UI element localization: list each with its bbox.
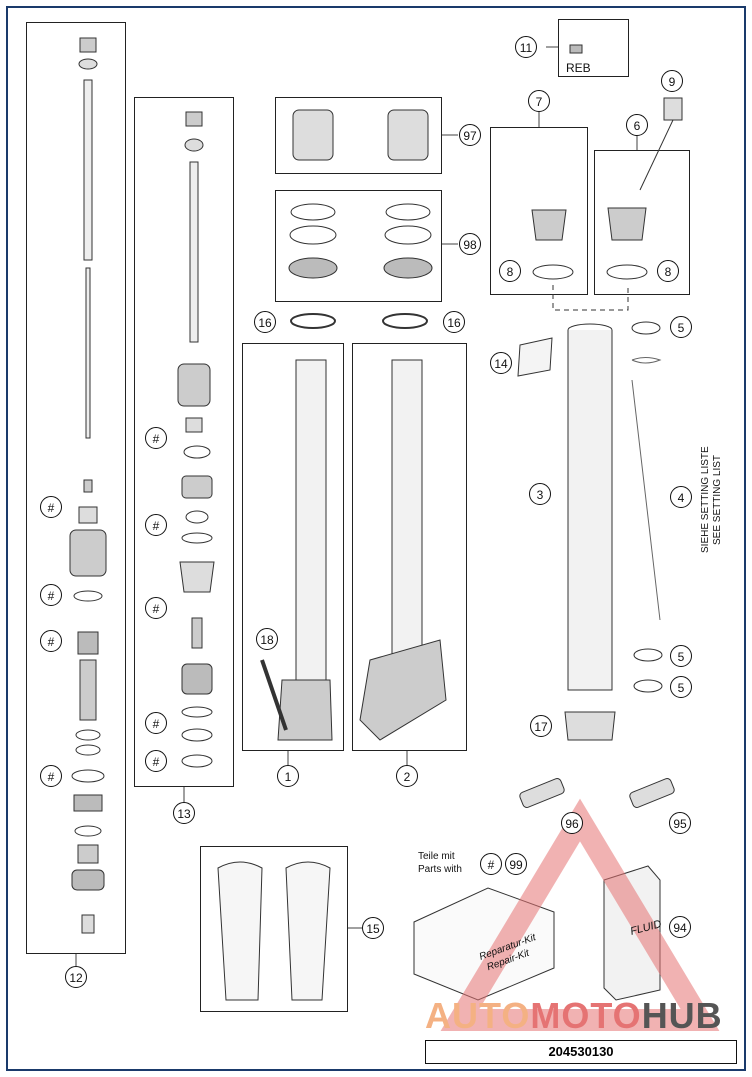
box-group-7 <box>490 127 588 295</box>
hash-callout: # <box>40 584 62 606</box>
callout-17: 17 <box>530 715 552 737</box>
callout-5-mid: 5 <box>670 645 692 667</box>
callout-8-left: 8 <box>499 260 521 282</box>
o-ring-16-right <box>382 313 428 329</box>
hash-callout: # <box>40 765 62 787</box>
box-group-13 <box>134 97 234 787</box>
callout-18: 18 <box>256 628 278 650</box>
setting-list-en: SEE SETTING LIST <box>712 454 723 545</box>
callout-12: 12 <box>65 966 87 988</box>
callout-4: 4 <box>670 486 692 508</box>
document-number: 204530130 <box>425 1040 737 1064</box>
reb-label: REB <box>566 61 591 75</box>
reb-clamp <box>569 44 583 54</box>
ring-5-b <box>633 648 663 662</box>
seals-98 <box>288 203 433 279</box>
bushings-97 <box>292 109 429 161</box>
callout-15: 15 <box>362 917 384 939</box>
callout-98: 98 <box>459 233 481 255</box>
callout-2: 2 <box>396 765 418 787</box>
parts-with-en: Parts with <box>418 864 462 875</box>
watermark-logo: AUTOMOTOHUB <box>425 995 723 1037</box>
watermark-auto: AUTO <box>425 995 531 1036</box>
hash-callout: # <box>145 427 167 449</box>
grease-tube-95 <box>629 778 675 808</box>
hash-callout: # <box>145 750 167 772</box>
callout-9: 9 <box>661 70 683 92</box>
callout-96: 96 <box>561 812 583 834</box>
hash-callout: # <box>40 630 62 652</box>
hash-callout: # <box>145 514 167 536</box>
part-14 <box>517 337 553 377</box>
outer-tube-right <box>359 359 447 741</box>
callout-3: 3 <box>529 483 551 505</box>
inner-tube-3 <box>567 323 613 691</box>
spring-4 <box>631 357 662 621</box>
dashed-leader <box>552 285 629 311</box>
box-group-97 <box>275 97 442 174</box>
grease-tube-96 <box>519 778 565 808</box>
callout-6: 6 <box>626 114 648 136</box>
callout-94: 94 <box>669 916 691 938</box>
hash-callout: # <box>145 712 167 734</box>
box-group-12 <box>26 22 126 954</box>
callout-13: 13 <box>173 802 195 824</box>
cartridge-parts-12 <box>69 37 107 934</box>
fork-guard-right <box>285 861 331 1001</box>
fork-guard-left <box>217 861 263 1001</box>
callout-7: 7 <box>528 90 550 112</box>
callout-97: 97 <box>459 124 481 146</box>
damper-parts-13 <box>177 111 215 768</box>
fork-caps <box>531 97 683 280</box>
watermark-moto: MOTO <box>530 995 642 1036</box>
watermark-hub: HUB <box>641 995 723 1036</box>
hash-callout: # <box>40 496 62 518</box>
hash-callout: # <box>145 597 167 619</box>
part-17 <box>564 711 616 741</box>
box-group-11 <box>558 19 629 77</box>
callout-1: 1 <box>277 765 299 787</box>
callout-16-right: 16 <box>443 311 465 333</box>
box-group-6 <box>594 150 690 295</box>
ring-5-a <box>631 321 661 335</box>
callout-11: 11 <box>515 36 537 58</box>
callout-99: 99 <box>505 853 527 875</box>
page-frame <box>6 6 746 1071</box>
callout-14: 14 <box>490 352 512 374</box>
callout-5-bottom: 5 <box>670 676 692 698</box>
leader-lines <box>75 46 638 966</box>
callout-5-top: 5 <box>670 316 692 338</box>
parts-with-de: Teile mit <box>418 851 455 862</box>
outer-tube-left <box>260 359 333 741</box>
callout-16-left: 16 <box>254 311 276 333</box>
o-ring-16-left <box>290 313 336 329</box>
callout-95: 95 <box>669 812 691 834</box>
setting-list-de: SIEHE SETTING LISTE <box>700 446 711 553</box>
box-group-2 <box>352 343 467 751</box>
box-group-15 <box>200 846 348 1012</box>
watermark-triangle <box>440 798 720 1031</box>
hash-callout-99: # <box>480 853 502 875</box>
ring-5-c <box>633 679 663 693</box>
callout-8-right: 8 <box>657 260 679 282</box>
box-group-1 <box>242 343 344 751</box>
box-group-98 <box>275 190 442 302</box>
